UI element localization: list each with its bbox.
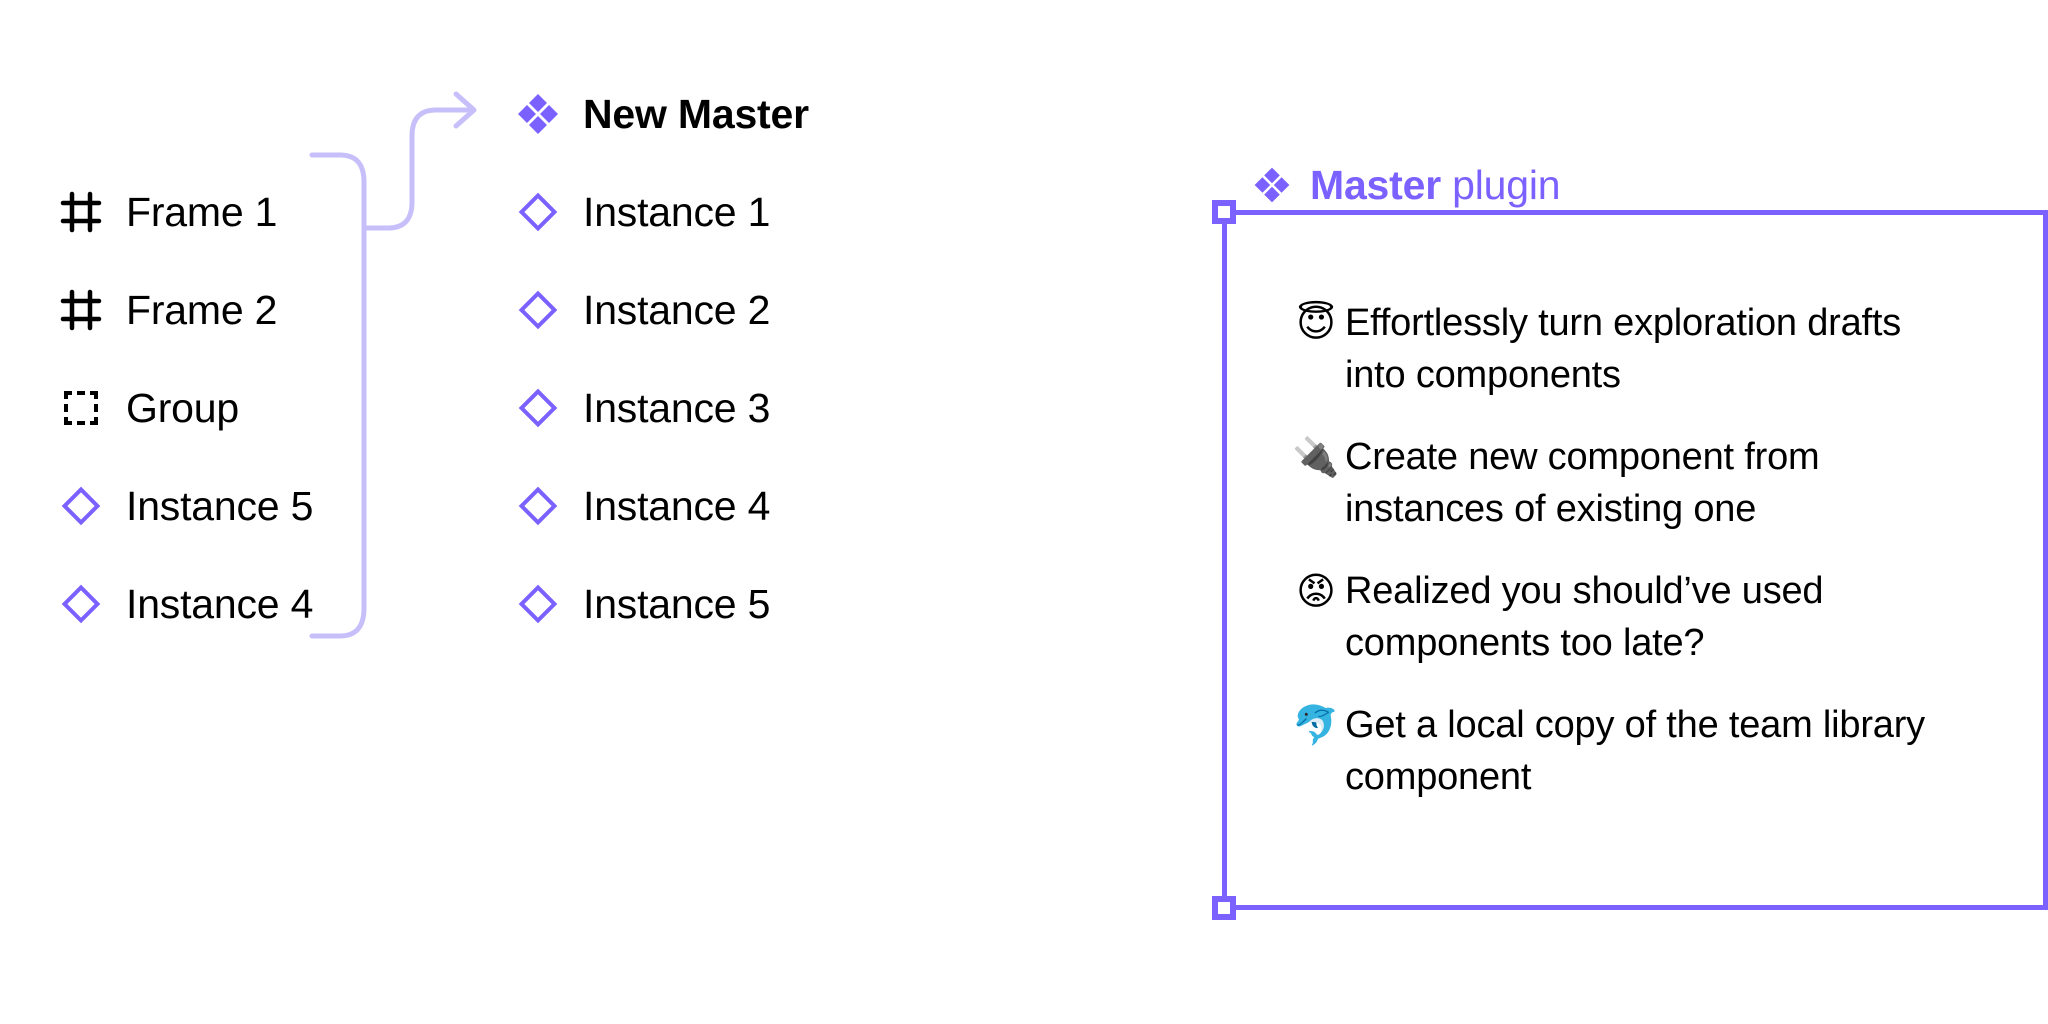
frame-icon [58,287,104,333]
layer-label: Frame 1 [126,188,278,235]
list-item: 😇 Effortlessly turn exploration drafts i… [1287,297,1987,401]
layer-row-group[interactable]: Group [58,376,239,440]
pouting-face-emoji: 😡 [1296,569,1336,613]
plugin-title-strong: Master [1310,161,1441,208]
layer-label: New Master [583,90,809,137]
instance-diamond-icon [515,483,561,529]
instance-diamond-icon [515,385,561,431]
layer-row-instance-5-mid[interactable]: Instance 5 [515,572,770,636]
plugin-panel: Master plugin 😇 Effortlessly turn explor… [1212,164,2048,938]
layer-label: Instance 3 [583,384,771,431]
layer-row-instance-2[interactable]: Instance 2 [515,278,770,342]
layer-row-new-master[interactable]: New Master [515,82,809,146]
feature-list: 😇 Effortlessly turn exploration drafts i… [1287,297,1987,833]
plugin-frame-body: 😇 Effortlessly turn exploration drafts i… [1212,200,2048,920]
component-icon [1252,165,1292,205]
list-item: 🔌 Create new component from instances of… [1287,431,1987,535]
feature-text: Effortlessly turn exploration drafts int… [1345,302,1902,396]
layer-label: Instance 1 [583,188,771,235]
plugin-frame-title[interactable]: Master plugin [1252,158,1561,212]
instance-diamond-icon [515,581,561,627]
selection-handle-bottom-left[interactable] [1212,896,1236,920]
component-icon [515,91,561,137]
instance-diamond-icon [58,581,104,627]
layer-label: Instance 2 [583,286,771,333]
layer-label: Instance 4 [126,580,314,627]
frame-icon [58,189,104,235]
layer-label: Group [126,384,239,431]
layer-row-instance-3[interactable]: Instance 3 [515,376,770,440]
smiling-face-with-halo-emoji: 😇 [1296,301,1336,345]
selection-handle-top-left[interactable] [1212,200,1236,224]
layer-row-instance-5[interactable]: Instance 5 [58,474,313,538]
layer-row-instance-1[interactable]: Instance 1 [515,180,770,244]
feature-text: Realized you should’ve used components t… [1345,570,1824,664]
layer-label: Instance 5 [126,482,314,529]
plugin-title: Master plugin [1310,161,1561,208]
instance-diamond-icon [515,189,561,235]
arrow-right-icon [453,91,477,129]
feature-text: Create new component from instances of e… [1345,436,1820,530]
list-item: 😡 Realized you should’ve used components… [1287,565,1987,669]
layer-label: Instance 4 [583,482,771,529]
plugin-title-light: plugin [1440,161,1561,208]
instance-diamond-icon [515,287,561,333]
electric-plug-emoji: 🔌 [1292,435,1340,479]
feature-text: Get a local copy of the team library com… [1345,704,1925,798]
layer-label: Frame 2 [126,286,278,333]
layer-row-instance-4[interactable]: Instance 4 [58,572,313,636]
layer-label: Instance 5 [583,580,771,627]
dolphin-emoji: 🐬 [1292,703,1340,747]
layer-row-frame-2[interactable]: Frame 2 [58,278,277,342]
list-item: 🐬 Get a local copy of the team library c… [1287,699,1987,803]
group-icon [58,385,104,431]
layer-row-frame-1[interactable]: Frame 1 [58,180,277,244]
instance-diamond-icon [58,483,104,529]
layer-row-instance-4-mid[interactable]: Instance 4 [515,474,770,538]
